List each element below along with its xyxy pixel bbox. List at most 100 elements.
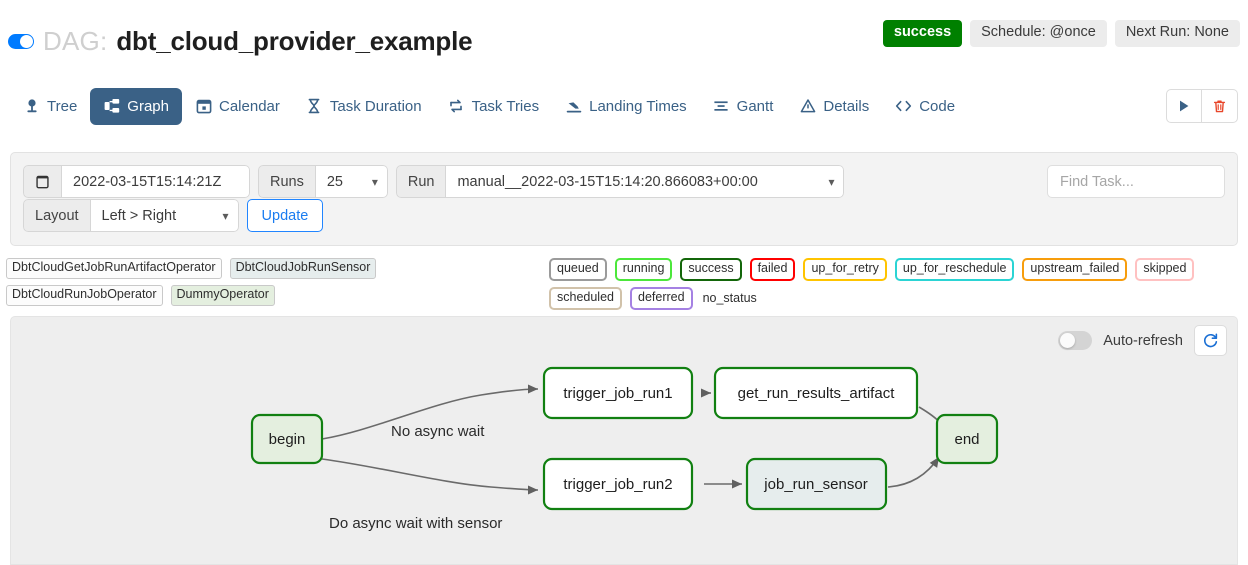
- auto-refresh-toggle[interactable]: [1058, 331, 1093, 350]
- tab-calendar[interactable]: Calendar: [182, 88, 293, 125]
- dag-prefix-label: DAG:: [43, 26, 108, 56]
- runs-label: Runs: [258, 165, 316, 198]
- node-begin[interactable]: begin: [250, 413, 324, 465]
- node-label: job_run_sensor: [763, 476, 867, 493]
- graph-edges: [321, 384, 950, 495]
- chevron-down-icon: ▾: [371, 174, 378, 189]
- refresh-button[interactable]: [1194, 325, 1227, 356]
- play-icon: [1180, 100, 1189, 112]
- graph-nodes[interactable]: begin trigger_job_run1 get_run_results_a…: [250, 366, 999, 511]
- tab-gantt[interactable]: Gantt: [700, 88, 787, 125]
- run-label: Run: [395, 165, 447, 198]
- filter-panel: 2022-03-15T15:14:21Z Runs 25 ▾ Run manua…: [10, 152, 1238, 246]
- filter-row-primary: 2022-03-15T15:14:21Z Runs 25 ▾ Run manua…: [23, 165, 845, 198]
- warning-icon: [799, 98, 816, 115]
- landing-icon: [565, 98, 582, 115]
- tab-label: Graph: [127, 97, 169, 115]
- operator-chip[interactable]: DbtCloudJobRunSensor: [229, 258, 377, 279]
- update-button[interactable]: Update: [246, 199, 324, 232]
- layout-group[interactable]: Layout Left > Right ▾: [23, 199, 239, 232]
- status-chip-up-for-retry[interactable]: up_for_retry: [803, 258, 887, 281]
- status-chip-failed[interactable]: failed: [749, 258, 796, 281]
- layout-select[interactable]: Left > Right ▾: [90, 199, 239, 232]
- tab-graph[interactable]: Graph: [90, 87, 182, 125]
- refresh-icon: [1203, 333, 1218, 348]
- node-job-run-sensor[interactable]: job_run_sensor: [745, 457, 888, 511]
- find-task-input[interactable]: Find Task...: [1047, 165, 1225, 198]
- edge-label: No async wait: [391, 423, 485, 440]
- dag-graph-canvas[interactable]: begin trigger_job_run1 get_run_results_a…: [11, 317, 1237, 564]
- page-title: dbt_cloud_provider_example: [116, 26, 473, 56]
- num-runs-select[interactable]: 25 ▾: [315, 165, 388, 198]
- status-chip-deferred[interactable]: deferred: [630, 286, 693, 310]
- status-chip-scheduled[interactable]: scheduled: [549, 286, 622, 310]
- dag-run-value: manual__2022-03-15T15:14:20.866083+00:00: [457, 173, 758, 190]
- node-trigger-job-run1[interactable]: trigger_job_run1: [542, 366, 694, 420]
- tab-landing-times[interactable]: Landing Times: [552, 88, 700, 125]
- status-chip-skipped[interactable]: skipped: [1135, 258, 1195, 281]
- calendar-icon[interactable]: [23, 165, 62, 198]
- layout-value: Left > Right: [101, 207, 177, 224]
- chevron-down-icon: ▾: [222, 208, 229, 223]
- layout-label: Layout: [23, 199, 91, 232]
- operator-chip[interactable]: DbtCloudRunJobOperator: [6, 284, 163, 306]
- operator-chip[interactable]: DbtCloudGetJobRunArtifactOperator: [6, 258, 222, 279]
- node-trigger-job-run2[interactable]: trigger_job_run2: [542, 457, 694, 511]
- status-chip-success[interactable]: success: [680, 258, 742, 281]
- tab-tree[interactable]: Tree: [10, 88, 90, 125]
- node-label: trigger_job_run2: [563, 476, 672, 493]
- legend-zone: DbtCloudGetJobRunArtifactOperator DbtClo…: [0, 256, 1248, 310]
- execution-date-input[interactable]: 2022-03-15T15:14:21Z: [62, 165, 250, 198]
- tab-label: Details: [823, 97, 870, 115]
- gantt-icon: [713, 98, 730, 115]
- dag-graph-svg: begin trigger_job_run1 get_run_results_a…: [250, 366, 999, 532]
- next-run-badge: Next Run: None: [1114, 20, 1240, 47]
- date-picker-group[interactable]: 2022-03-15T15:14:21Z: [23, 165, 250, 198]
- node-label: begin: [269, 431, 306, 448]
- edge-begin-to-trigger1: [321, 384, 539, 440]
- operator-chip[interactable]: DummyOperator: [170, 284, 275, 306]
- node-get-run-results-artifact[interactable]: get_run_results_artifact: [713, 366, 919, 420]
- runs-group[interactable]: Runs 25 ▾: [258, 165, 388, 198]
- code-icon: [895, 98, 912, 115]
- tab-label: Landing Times: [589, 97, 687, 115]
- dag-title-row: DAG: dbt_cloud_provider_example: [8, 26, 473, 57]
- node-label: get_run_results_artifact: [738, 385, 896, 402]
- tab-task-duration[interactable]: Task Duration: [293, 88, 435, 125]
- edge-begin-to-trigger2: [321, 458, 539, 495]
- status-chip-queued[interactable]: queued: [549, 258, 607, 281]
- retry-icon: [448, 98, 465, 115]
- dag-run-select[interactable]: manual__2022-03-15T15:14:20.866083+00:00…: [446, 165, 845, 198]
- trigger-dag-button[interactable]: [1166, 89, 1202, 123]
- delete-dag-button[interactable]: [1202, 89, 1238, 123]
- tab-details[interactable]: Details: [786, 88, 882, 125]
- tab-label: Calendar: [219, 97, 280, 115]
- nav-actions: [1166, 89, 1238, 123]
- graph-toolbar: Auto-refresh: [1058, 325, 1227, 356]
- schedule-badge[interactable]: Schedule: @once: [970, 20, 1107, 47]
- edge-sensor-to-end: [887, 456, 940, 488]
- dag-pause-toggle[interactable]: [8, 34, 34, 49]
- calendar-icon: [195, 98, 212, 115]
- status-chip-upstream-failed[interactable]: upstream_failed: [1022, 258, 1128, 281]
- graph-panel: Auto-refresh: [10, 316, 1238, 565]
- tab-label: Tree: [47, 97, 78, 115]
- node-end[interactable]: end: [935, 413, 999, 465]
- status-badge: success: [882, 20, 963, 47]
- status-chip-up-for-reschedule[interactable]: up_for_reschedule: [894, 258, 1015, 281]
- tab-label: Gantt: [736, 97, 774, 115]
- graph-edge-labels: No async wait Do async wait with sensor: [329, 423, 502, 532]
- run-group[interactable]: Run manual__2022-03-15T15:14:20.866083+0…: [395, 165, 845, 198]
- operator-legend: DbtCloudGetJobRunArtifactOperator DbtClo…: [6, 258, 536, 306]
- tab-label: Task Tries: [471, 97, 540, 115]
- tab-label: Code: [919, 97, 956, 115]
- auto-refresh-label: Auto-refresh: [1103, 332, 1183, 349]
- node-label: trigger_job_run1: [563, 385, 672, 402]
- header-badges: success Schedule: @once Next Run: None: [882, 20, 1240, 47]
- trash-icon: [1213, 100, 1226, 112]
- tab-task-tries[interactable]: Task Tries: [435, 88, 553, 125]
- tab-code[interactable]: Code: [882, 88, 968, 125]
- tab-label: Task Duration: [329, 97, 422, 115]
- status-chip-running[interactable]: running: [614, 258, 673, 281]
- node-label: end: [954, 431, 979, 448]
